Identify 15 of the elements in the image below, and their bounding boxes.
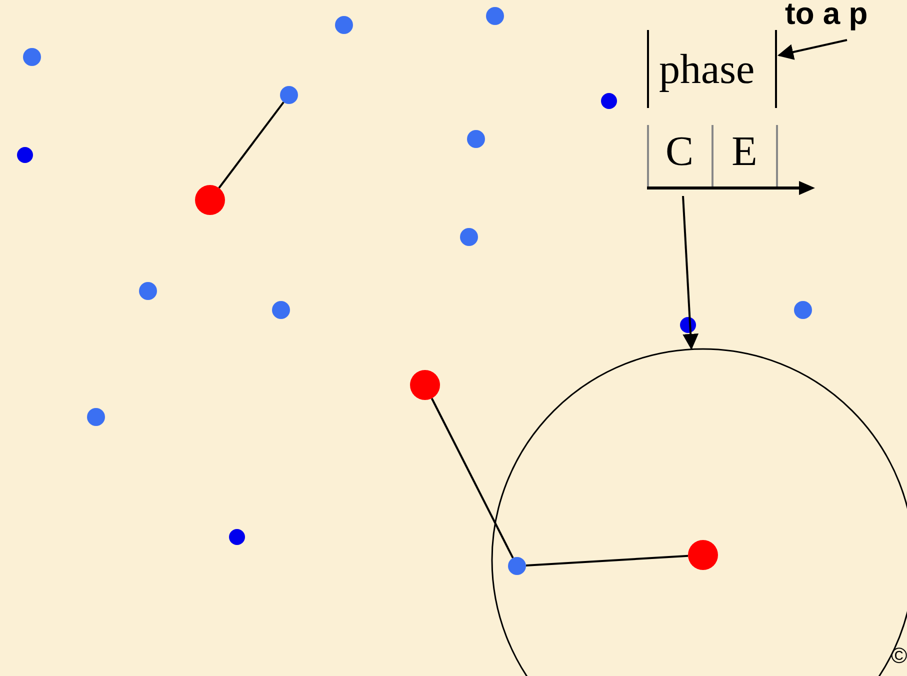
phase-bracket <box>647 30 779 110</box>
connector-line <box>526 554 688 566</box>
arrow <box>682 196 699 350</box>
point-marker <box>688 540 718 570</box>
point-marker <box>280 86 298 104</box>
connector-line <box>430 398 514 558</box>
point-marker <box>195 185 225 215</box>
point-marker <box>410 370 440 400</box>
callout-text: to a p <box>785 0 868 32</box>
connector-line <box>218 102 284 189</box>
phase-label: phase <box>659 48 755 92</box>
phase-segment-label: E <box>730 128 758 176</box>
phase-segment-label: C <box>664 128 694 176</box>
arrow <box>777 39 848 60</box>
point-marker <box>508 557 526 575</box>
